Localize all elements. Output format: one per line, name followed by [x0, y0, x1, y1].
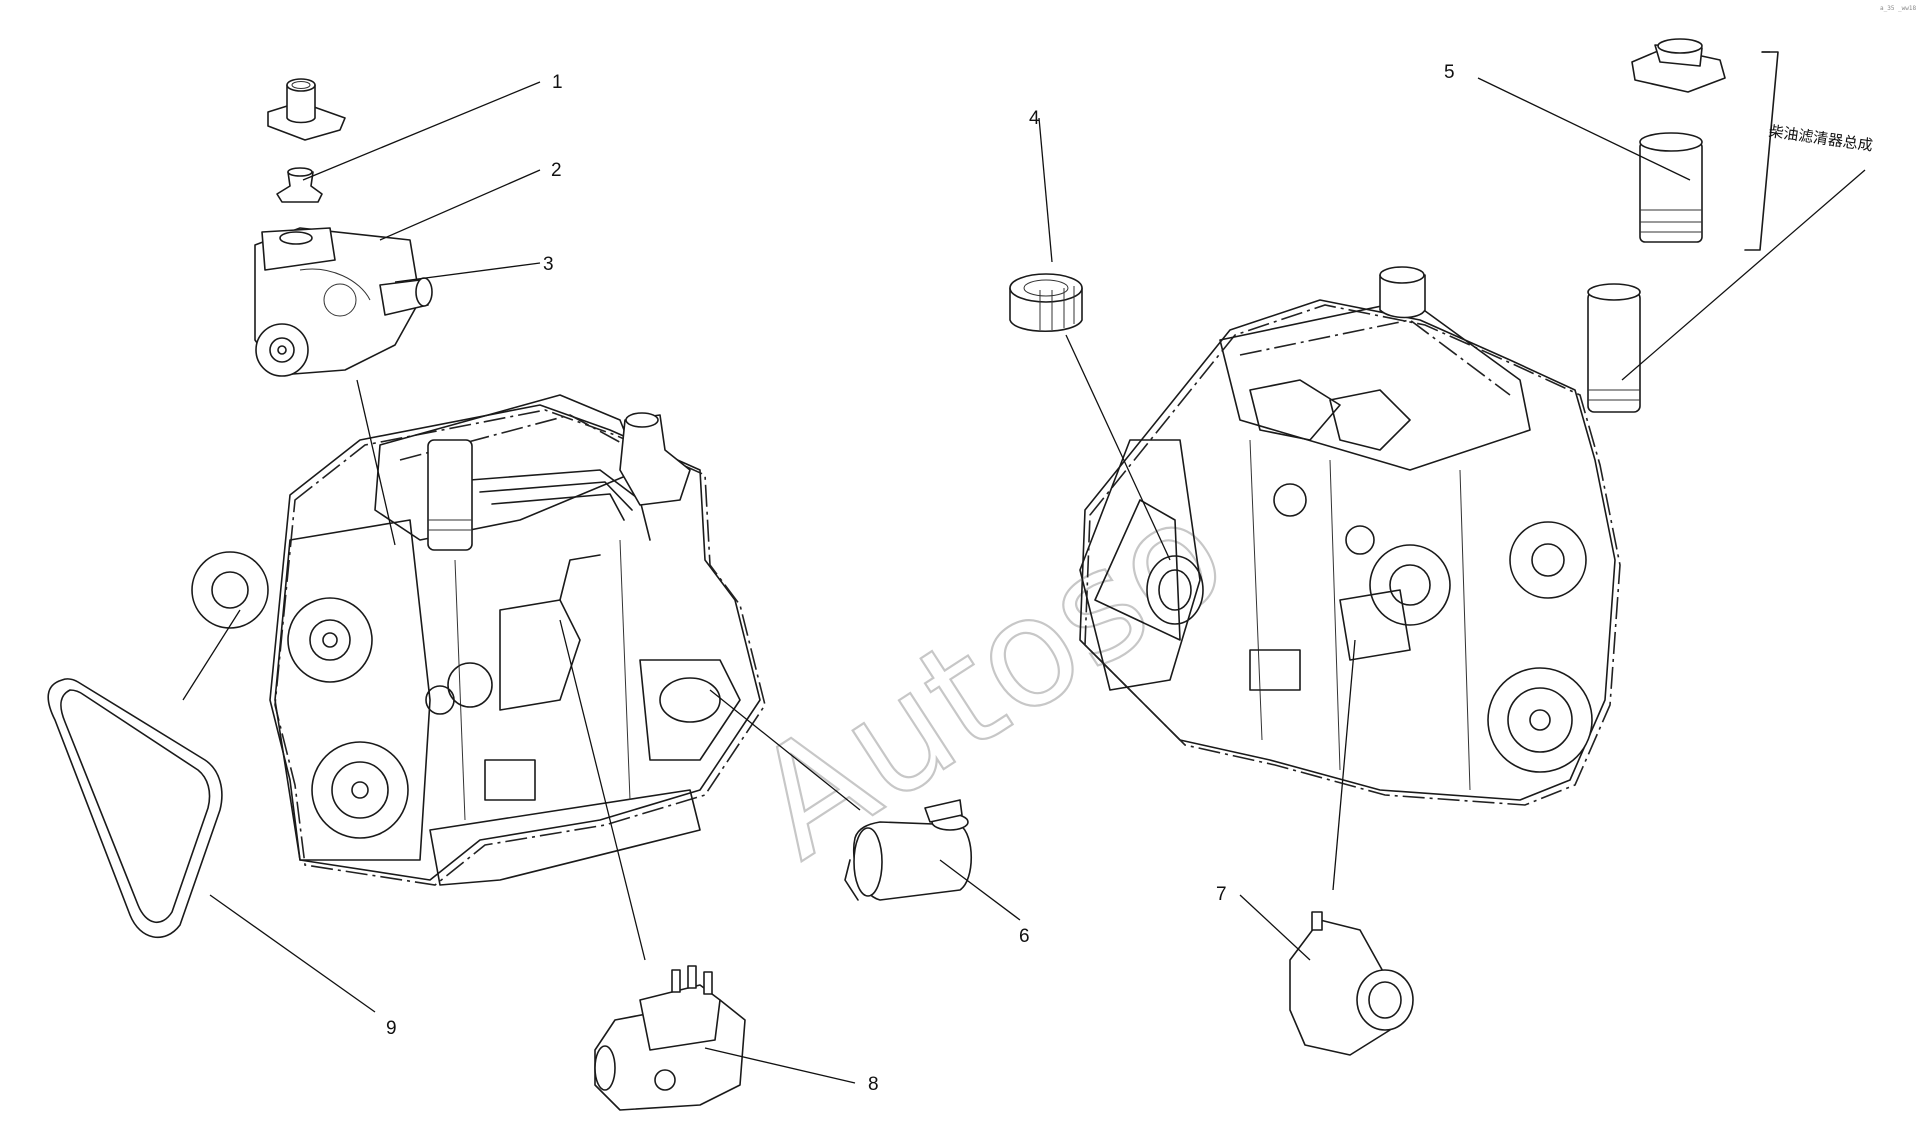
part-4-oil-filter	[1009, 273, 1083, 333]
part-2-thermostat	[276, 167, 323, 203]
leader-6b	[709, 689, 861, 811]
part-8-injection-pump	[594, 965, 746, 1111]
leader-8b	[559, 619, 646, 961]
leader-3	[394, 262, 541, 283]
leader-5b	[1621, 169, 1866, 381]
leader-1	[302, 81, 541, 181]
callout-5: 5	[1444, 62, 1455, 83]
leader-5	[1477, 77, 1691, 181]
leader-lines	[182, 51, 1866, 1084]
part-5-bracket	[1744, 51, 1779, 251]
callout-7: 7	[1216, 884, 1227, 905]
callout-labels: 1 2 3 4 5 6 7 8 9	[386, 62, 1455, 1095]
leader-2	[379, 169, 541, 241]
v-belt	[47, 678, 223, 939]
part-7-alternator	[1289, 911, 1414, 1056]
part-3-water-pump	[254, 227, 433, 377]
callout-8: 8	[868, 1074, 879, 1095]
callout-1: 1	[552, 72, 563, 93]
corner-mark: a_35 _ww18	[1880, 5, 1917, 12]
leader-3b	[356, 379, 396, 546]
callout-2: 2	[551, 160, 562, 181]
leader-7	[1239, 894, 1311, 961]
leader-7b	[1332, 639, 1356, 891]
left-engine-assembly	[191, 394, 766, 886]
leader-9b	[182, 609, 241, 701]
leader-4b	[1065, 334, 1171, 561]
part-1-water-outlet	[267, 78, 346, 141]
callout-4: 4	[1029, 108, 1040, 129]
leader-9	[209, 894, 376, 1013]
leader-4	[1038, 117, 1053, 263]
callout-9: 9	[386, 1018, 397, 1039]
fuel-filter-assembly-label: 柴油滤清器总成	[1767, 122, 1873, 154]
part-6-starter-motor	[844, 799, 973, 901]
callout-3: 3	[543, 254, 554, 275]
part-5-fuel-filter	[1631, 38, 1726, 243]
right-engine-assembly	[1079, 266, 1641, 806]
leader-8	[704, 1047, 856, 1084]
callout-6: 6	[1019, 926, 1030, 947]
leader-6	[939, 859, 1021, 921]
